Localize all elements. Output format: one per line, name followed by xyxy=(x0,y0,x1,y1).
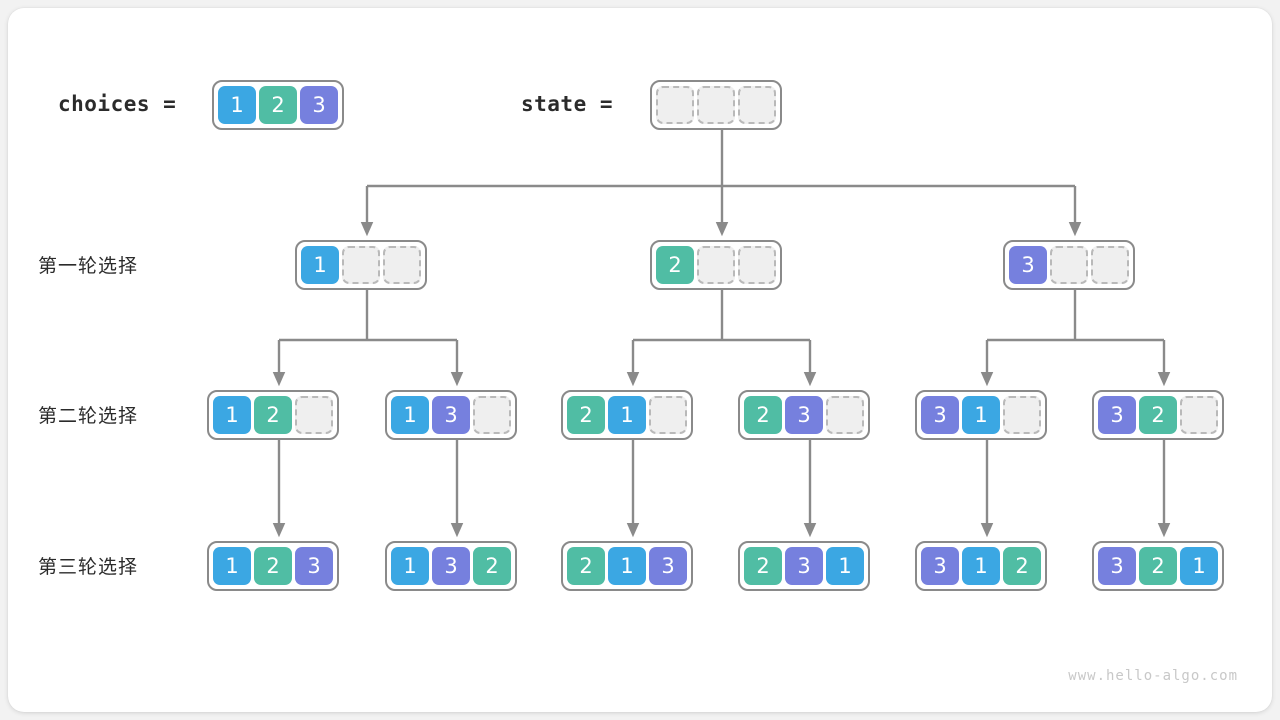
array-cell-filled: 3 xyxy=(1009,246,1047,284)
array-cell-empty xyxy=(473,396,511,434)
array-cell-empty xyxy=(1050,246,1088,284)
row-label-round3: 第三轮选择 xyxy=(38,556,139,578)
array-cell-filled: 2 xyxy=(744,396,782,434)
array-cell-filled: 3 xyxy=(300,86,338,124)
array-cell-filled: 1 xyxy=(213,547,251,585)
array-cell-filled: 3 xyxy=(921,396,959,434)
watermark: www.hello-algo.com xyxy=(1068,668,1238,684)
array-cell-filled: 2 xyxy=(567,396,605,434)
diagram-card xyxy=(8,8,1272,712)
array-cell-filled: 3 xyxy=(432,547,470,585)
array-cell-filled: 3 xyxy=(295,547,333,585)
array-cell-filled: 2 xyxy=(1003,547,1041,585)
row-label-round2: 第二轮选择 xyxy=(38,405,139,427)
array-cell-empty xyxy=(738,86,776,124)
array-cell-empty xyxy=(738,246,776,284)
array-cell-empty xyxy=(342,246,380,284)
array-cell-filled: 1 xyxy=(1180,547,1218,585)
array-cell-filled: 1 xyxy=(608,396,646,434)
array-cell-filled: 2 xyxy=(1139,396,1177,434)
array-cell-filled: 1 xyxy=(962,396,1000,434)
array-cell-filled: 3 xyxy=(1098,396,1136,434)
array-cell-empty xyxy=(295,396,333,434)
round1-array-2: 3 xyxy=(1003,240,1135,290)
array-cell-empty xyxy=(1091,246,1129,284)
array-cell-filled: 1 xyxy=(962,547,1000,585)
array-cell-filled: 1 xyxy=(826,547,864,585)
array-cell-empty xyxy=(656,86,694,124)
array-cell-filled: 3 xyxy=(649,547,687,585)
array-cell-filled: 1 xyxy=(608,547,646,585)
state-label: state = xyxy=(521,92,614,116)
round1-array-0: 1 xyxy=(295,240,427,290)
array-cell-empty xyxy=(1003,396,1041,434)
array-cell-filled: 2 xyxy=(254,396,292,434)
array-cell-filled: 3 xyxy=(785,396,823,434)
array-cell-filled: 2 xyxy=(567,547,605,585)
array-cell-filled: 1 xyxy=(391,547,429,585)
array-cell-filled: 3 xyxy=(432,396,470,434)
array-cell-filled: 2 xyxy=(1139,547,1177,585)
array-cell-empty xyxy=(383,246,421,284)
array-cell-filled: 3 xyxy=(921,547,959,585)
round1-array-1: 2 xyxy=(650,240,782,290)
array-cell-filled: 1 xyxy=(218,86,256,124)
array-cell-filled: 2 xyxy=(473,547,511,585)
array-cell-filled: 1 xyxy=(301,246,339,284)
array-cell-filled: 2 xyxy=(254,547,292,585)
array-cell-filled: 1 xyxy=(391,396,429,434)
array-cell-filled: 3 xyxy=(1098,547,1136,585)
array-cell-empty xyxy=(649,396,687,434)
array-cell-empty xyxy=(697,246,735,284)
row-label-round1: 第一轮选择 xyxy=(38,255,139,277)
array-cell-filled: 2 xyxy=(656,246,694,284)
state-array xyxy=(650,80,782,130)
array-cell-empty xyxy=(697,86,735,124)
choices-label: choices = xyxy=(58,92,177,116)
array-cell-filled: 1 xyxy=(213,396,251,434)
array-cell-filled: 3 xyxy=(785,547,823,585)
array-cell-filled: 2 xyxy=(259,86,297,124)
array-cell-filled: 2 xyxy=(744,547,782,585)
array-cell-empty xyxy=(1180,396,1218,434)
array-cell-empty xyxy=(826,396,864,434)
